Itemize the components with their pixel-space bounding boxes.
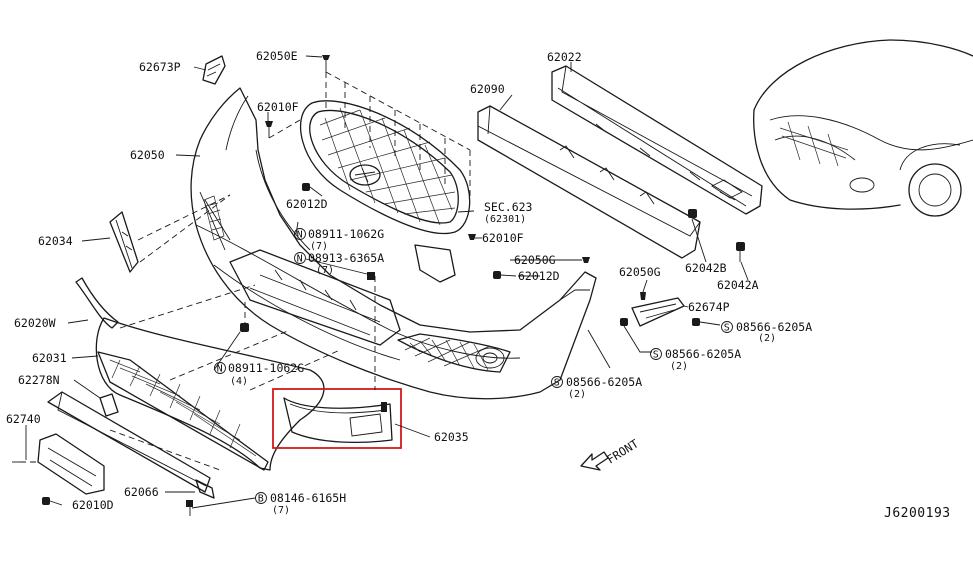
bracket-62034-drawing <box>109 194 231 273</box>
callout-08911-upper: N 08911-1062G (7) <box>294 227 384 252</box>
qty-08566-b: (2) <box>670 361 688 372</box>
highlight-box-62035 <box>272 388 402 449</box>
label-08913: 08913-6365A <box>308 251 384 265</box>
circle-letter-n-2: N <box>297 254 303 265</box>
leader-lines <box>12 55 749 509</box>
lower-reinforcement-drawing <box>229 244 456 346</box>
qty-08911-upper: (7) <box>310 241 328 252</box>
label-62035: 62035 <box>434 430 469 444</box>
label-62010D: 62010D <box>72 498 114 512</box>
callout-08566-a: S 08566-6205A (2) <box>721 320 812 344</box>
label-08566-b: 08566-6205A <box>665 347 741 361</box>
callout-08566-c: S 08566-6205A (2) <box>551 375 642 400</box>
callout-08911-lower: N 08911-1062G (4) <box>214 361 304 387</box>
label-sec623: SEC.623 <box>484 200 533 214</box>
grille-62301-drawing <box>299 100 471 235</box>
label-62010F-upper: 62010F <box>257 100 299 114</box>
circle-letter-n: N <box>297 230 303 241</box>
grille-clip-guides <box>268 71 471 196</box>
label-62674P: 62674P <box>688 300 730 314</box>
fog-cover-62035-drawing <box>283 397 393 444</box>
bracket-62740-drawing <box>20 433 105 505</box>
molding-62020W-drawing <box>75 277 119 329</box>
label-62042A: 62042A <box>717 278 759 292</box>
clip-62012D-lower-drawing <box>493 271 517 279</box>
label-62022: 62022 <box>547 50 582 64</box>
clip-62673P-drawing <box>202 55 226 85</box>
label-62042B: 62042B <box>685 261 727 275</box>
qty-08566-a: (2) <box>758 333 776 344</box>
front-direction-arrow: FRONT <box>580 436 641 471</box>
qty-08913: (7) <box>316 265 334 276</box>
bracket-62674P-drawing <box>620 292 721 353</box>
bolt-62042B-drawing <box>688 209 697 218</box>
label-62278N: 62278N <box>18 373 60 387</box>
clip-62012D-upper-drawing <box>302 183 323 197</box>
circle-letter-s-2: S <box>653 350 659 361</box>
label-62090: 62090 <box>470 82 505 96</box>
label-62050G-lower: 62050G <box>514 253 556 267</box>
front-label: FRONT <box>604 436 641 466</box>
qty-08911-lower: (4) <box>230 376 248 387</box>
label-62034: 62034 <box>38 234 73 248</box>
callout-08566-b: S 08566-6205A (2) <box>650 347 741 372</box>
qty-08146: (7) <box>272 505 290 516</box>
label-08911-upper: 08911-1062G <box>308 227 384 241</box>
callout-08913: N 08913-6365A (7) <box>294 251 384 276</box>
circle-letter-s-3: S <box>554 378 560 389</box>
label-62740: 62740 <box>6 412 41 426</box>
label-62673P: 62673P <box>139 60 181 74</box>
clip-62278N-drawing <box>99 393 119 417</box>
circle-letter-n-3: N <box>217 364 223 375</box>
circle-letter-s: S <box>724 323 730 334</box>
bumper-fascia-62050-drawing <box>190 87 597 400</box>
lower-grille-62031-drawing <box>95 317 325 471</box>
label-08911-lower: 08911-1062G <box>228 361 304 375</box>
part-labels: 62673P 62050E 62010F 62050 62022 62090 6… <box>6 49 951 521</box>
clip-62010F-upper-drawing <box>265 121 273 138</box>
absorber-62090-drawing <box>477 105 701 259</box>
label-62066: 62066 <box>124 485 159 499</box>
circle-letter-b: B <box>258 494 264 505</box>
clip-62050G-drawing <box>582 257 590 263</box>
screw-62050E-drawing <box>322 55 330 72</box>
label-08566-c: 08566-6205A <box>566 375 642 389</box>
clip-62010F-lower-drawing <box>468 234 476 240</box>
label-62050: 62050 <box>130 148 165 162</box>
qty-08566-c: (2) <box>568 389 586 400</box>
reinforcement-62022-drawing <box>551 65 763 215</box>
lower-panel-62066-drawing <box>47 391 215 516</box>
label-08566-a: 08566-6205A <box>736 320 812 334</box>
label-08146: 08146-6165H <box>270 491 346 505</box>
label-62012D-upper: 62012D <box>286 197 328 211</box>
alignment-guides <box>109 194 376 471</box>
label-62050E: 62050E <box>256 49 298 63</box>
figure-id: J6200193 <box>884 506 951 521</box>
callout-08146: B 08146-6165H (7) <box>255 491 346 516</box>
label-62010F-lower: 62010F <box>482 231 524 245</box>
label-sec623-sub: (62301) <box>484 214 526 225</box>
label-62020W: 62020W <box>14 316 56 330</box>
vehicle-location-drawing <box>753 39 973 217</box>
label-62050G-right: 62050G <box>619 265 661 279</box>
bolt-62042A-drawing <box>736 242 745 262</box>
label-62031: 62031 <box>32 351 67 365</box>
label-62012D-lower: 62012D <box>518 269 560 283</box>
